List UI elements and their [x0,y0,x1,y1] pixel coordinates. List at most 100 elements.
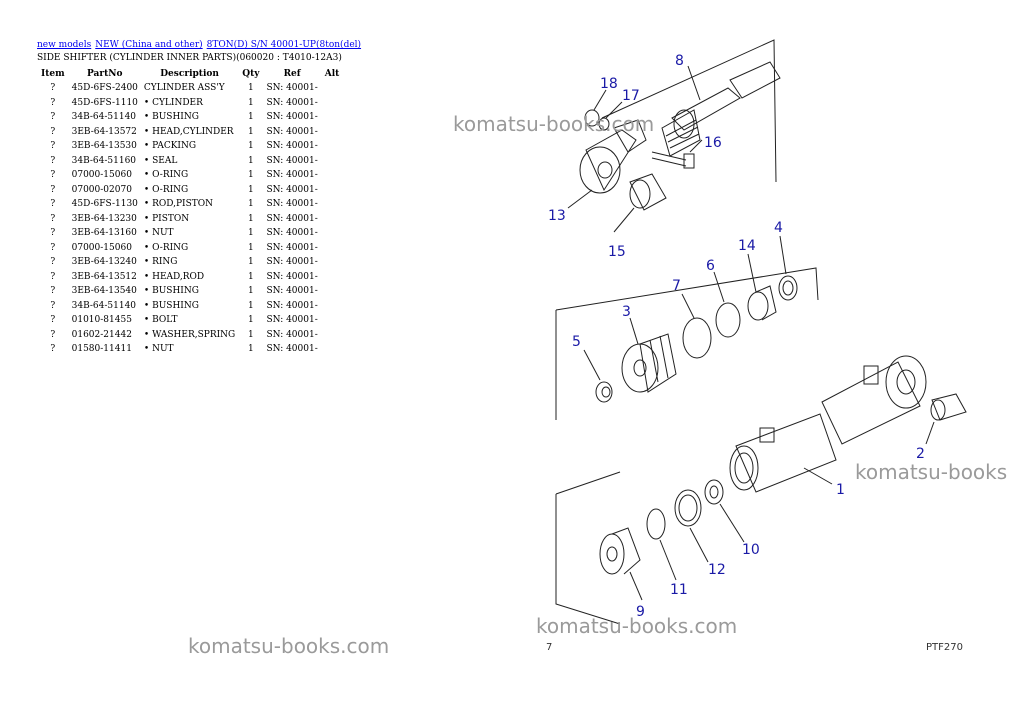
row-item: ? [50,271,56,282]
row-partno: 45D-6FS-1110 [71,97,138,108]
row-ref: SN: 40001- [266,184,318,195]
row-qty: 1 [247,286,254,297]
row-description: • WASHER,SPRING [143,329,236,340]
row-item: ? [50,344,56,355]
row-item: ? [50,213,56,224]
row-ref: SN: 40001- [266,97,318,108]
row-partno: 3EB-64-13530 [71,141,137,152]
callout-5: 5 [572,334,581,350]
callout-1: 1 [836,482,845,498]
row-ref: SN: 40001- [266,199,318,210]
row-qty: 1 [247,315,254,326]
row-item: ? [50,242,56,253]
watermark-right: komatsu-books [855,460,1008,484]
row-partno: 3EB-64-13512 [71,271,137,282]
row-description: CYLINDER ASS'Y [143,83,225,94]
row-ref: SN: 40001- [266,83,318,94]
row-ref: SN: 40001- [266,315,318,326]
callout-6: 6 [706,258,715,274]
row-partno: 3EB-64-13160 [71,228,137,239]
row-description: • ROD,PISTON [143,199,214,210]
row-ref: SN: 40001- [266,286,318,297]
row-partno: 3EB-64-13240 [71,257,137,268]
row-item: ? [50,257,56,268]
watermark-bottom-center: komatsu-books.com [536,614,738,638]
row-partno: 07000-02070 [71,184,132,195]
breadcrumb-link-model[interactable]: 8TON(D) S/N 40001-UP(8ton(del) [206,40,362,50]
table-row: ? 3EB-64-13540 • BUSHING 1 SN: 40001- [37,284,343,299]
row-item: ? [50,329,56,340]
callout-17: 17 [622,88,640,104]
diagram-code: PTF270 [926,642,963,653]
row-item: ? [50,141,56,152]
header-qty: Qty [242,68,260,79]
row-item: ? [50,184,56,195]
row-description: • RING [143,257,178,268]
row-partno: 3EB-64-13230 [71,213,137,224]
row-ref: SN: 40001- [266,112,318,123]
row-qty: 1 [247,344,254,355]
row-description: • HEAD,ROD [143,271,205,282]
row-ref: SN: 40001- [266,170,318,181]
row-item: ? [50,300,56,311]
row-ref: SN: 40001- [266,155,318,166]
row-description: • HEAD,CYLINDER [143,126,234,137]
page-title: SIDE SHIFTER (CYLINDER INNER PARTS)(0600… [37,53,342,63]
callout-8: 8 [675,53,684,69]
row-item: ? [50,126,56,137]
callout-16: 16 [704,135,722,151]
row-item: ? [50,155,56,166]
row-description: • BUSHING [143,286,199,297]
row-item: ? [50,228,56,239]
callout-13: 13 [548,208,566,224]
watermark-top: komatsu-books.com [453,112,655,136]
row-description: • PACKING [143,141,197,152]
row-qty: 1 [247,97,254,108]
row-qty: 1 [247,271,254,282]
row-item: ? [50,170,56,181]
row-partno: 01602-21442 [71,329,132,340]
callout-12: 12 [708,562,726,578]
row-ref: SN: 40001- [266,141,318,152]
row-description: • BUSHING [143,300,199,311]
row-partno: 3EB-64-13540 [71,286,137,297]
row-qty: 1 [247,112,254,123]
page-mark: 7 [546,642,553,653]
row-qty: 1 [247,155,254,166]
breadcrumb-link-new-models[interactable]: new models [37,40,92,50]
row-description: • O-RING [143,184,189,195]
row-partno: 07000-15060 [71,170,132,181]
row-qty: 1 [247,257,254,268]
row-partno: 45D-6FS-1130 [71,199,138,210]
row-description: • O-RING [143,170,189,181]
row-partno: 3EB-64-13572 [71,126,137,137]
row-ref: SN: 40001- [266,344,318,355]
row-item: ? [50,286,56,297]
callout-7: 7 [672,278,681,294]
row-ref: SN: 40001- [266,271,318,282]
row-ref: SN: 40001- [266,329,318,340]
header-item: Item [41,68,65,79]
table-row: ? 3EB-64-13512 • HEAD,ROD 1 SN: 40001- [37,270,343,285]
callout-14: 14 [738,238,756,254]
row-ref: SN: 40001- [266,213,318,224]
row-qty: 1 [247,213,254,224]
row-description: • NUT [143,228,174,239]
row-description: • SEAL [143,155,178,166]
parts-table: Item PartNo Description Qty Ref Alt ?45D… [37,66,343,357]
row-ref: SN: 40001- [266,242,318,253]
header-partno: PartNo [87,68,123,79]
breadcrumb-link-region[interactable]: NEW (China and other) [95,40,203,50]
